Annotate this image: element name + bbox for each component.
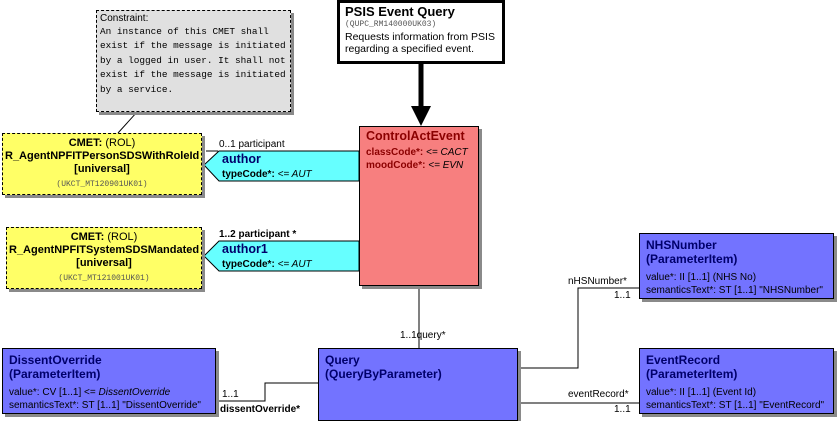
entry-point-description: Requests information from PSIS regarding… (345, 31, 497, 55)
dissentoverride-subtitle: (ParameterItem) (9, 367, 101, 381)
constraint-line: exist if the message is initiated (100, 40, 286, 52)
constraint-note: Constraint: An instance of this CMET sha… (96, 10, 291, 112)
control-act-attr-value: <= EVN (428, 160, 464, 171)
query-box[interactable]: Query(QueryByParameter) (318, 348, 518, 421)
cmet-person-sds-name: R_AgentNPFITPersonSDSWithRoleId (5, 150, 200, 162)
control-act-event-box[interactable]: ControlActEvent classCode*: <= CACT mood… (359, 126, 479, 286)
nhsnumber-attr-semantics: semanticsText*: ST [1..1] "NHSNumber" (646, 284, 823, 296)
nhsnumber-box[interactable]: NHSNumber(ParameterItem) value*: II [1..… (639, 233, 834, 299)
dissentoverride-box[interactable]: DissentOverride(ParameterItem) value*: C… (2, 348, 216, 414)
eventrecord-multiplicity: 1..1 (614, 404, 631, 415)
dissentoverride-attr-value: value*: CV [1..1] <= DissentOverride (9, 387, 209, 400)
entry-description-line: regarding a specified event. (345, 43, 474, 55)
dissentoverride-name: DissentOverride (9, 353, 102, 367)
dissentoverride-link (216, 382, 318, 402)
cmet-system-sds-scope: [universal] (76, 257, 132, 269)
dissentoverride-role-label: dissentOverride* (220, 404, 301, 415)
constraint-text: An instance of this CMET shall exist if … (100, 25, 287, 97)
control-act-event-title: ControlActEvent (366, 129, 465, 143)
author1-role-label[interactable]: author1 (222, 242, 268, 256)
nhsnumber-role-label: nHSNumber* (568, 276, 627, 287)
author-multiplicity: 0..1 participant (219, 139, 285, 150)
eventrecord-attr-value: value*: II [1..1] (Event Id) (646, 387, 757, 398)
control-act-attr: classCode*: <= CACT (366, 146, 472, 159)
author1-multiplicity: 1..2 participant * (219, 229, 297, 240)
nhsnumber-multiplicity: 1..1 (614, 290, 631, 301)
eventrecord-attr-semantics: semanticsText*: ST [1..1] "EventRecord" (646, 399, 825, 411)
entry-arrow-head (411, 106, 431, 126)
nhsnumber-subtitle: (ParameterItem) (646, 252, 738, 266)
dissentoverride-attr-prefix: value*: CV [1..1] <= (9, 387, 99, 398)
author-attr-value: <= AUT (277, 169, 312, 180)
query-link-label: 1..1query* (400, 330, 446, 341)
nhsnumber-link (518, 287, 639, 369)
cmet-system-sds-header: CMET: (ROL) (9, 231, 199, 244)
entry-point-id: (QUPC_RM140000UK03) (345, 20, 437, 29)
cmet-system-sds-name: R_AgentNPFITSystemSDSMandated (9, 244, 200, 256)
dissentoverride-attr-semantics: semanticsText*: ST [1..1] "DissentOverri… (9, 399, 201, 411)
dissentoverride-title: DissentOverride(ParameterItem) (9, 353, 209, 381)
constraint-title: Constraint: (100, 13, 149, 24)
entry-point-box[interactable]: PSIS Event Query (QUPC_RM140000UK03) Req… (337, 0, 505, 64)
constraint-line: by a logged in user. It shall not (100, 54, 286, 66)
control-act-attr-name: moodCode*: (366, 160, 426, 171)
cmet-person-sds-header: CMET: (ROL) (5, 137, 199, 150)
control-act-attr: moodCode*: <= EVN (366, 159, 472, 172)
entry-description-line: Requests information from PSIS (345, 31, 495, 43)
cmet-kind: (ROL) (107, 231, 138, 243)
query-title: Query(QueryByParameter) (325, 353, 511, 381)
control-act-attr-value: <= CACT (426, 147, 468, 158)
dissentoverride-multiplicity: 1..1 (222, 389, 239, 400)
author-role-label[interactable]: author (222, 152, 261, 166)
author-attr: typeCode*: <= AUT (222, 169, 312, 180)
constraint-line: by a service. (100, 83, 174, 95)
author1-attr-value: <= AUT (277, 259, 312, 270)
cmet-person-sds-scope: [universal] (74, 163, 130, 175)
eventrecord-role-label: eventRecord* (568, 389, 629, 400)
eventrecord-subtitle: (ParameterItem) (646, 367, 738, 381)
author-attr-name: typeCode*: (222, 169, 275, 180)
cmet-label: CMET: (68, 137, 103, 149)
nhsnumber-name: NHSNumber (646, 238, 717, 252)
author1-attr: typeCode*: <= AUT (222, 259, 312, 270)
eventrecord-title: EventRecord(ParameterItem) (646, 353, 827, 381)
cmet-label: CMET: (70, 231, 105, 243)
query-subtitle: (QueryByParameter) (325, 367, 442, 381)
query-name: Query (325, 353, 360, 367)
cmet-person-sds-box[interactable]: CMET: (ROL) R_AgentNPFITPersonSDSWithRol… (2, 133, 202, 195)
entry-point-title: PSIS Event Query (345, 4, 455, 19)
cmet-person-sds-id: (UKCT_MT120901UK01) (56, 180, 148, 189)
control-act-attr-name: classCode*: (366, 147, 424, 158)
dissentoverride-attr-coded: DissentOverride (98, 387, 171, 398)
cmet-system-sds-box[interactable]: CMET: (ROL) R_AgentNPFITSystemSDSMandate… (6, 227, 202, 289)
cmet-system-sds-id: (UKCT_MT121001UK01) (58, 274, 150, 283)
nhsnumber-title: NHSNumber(ParameterItem) (646, 238, 827, 266)
constraint-line: exist if the message is initiated (100, 69, 286, 81)
eventrecord-name: EventRecord (646, 353, 721, 367)
eventrecord-box[interactable]: EventRecord(ParameterItem) value*: II [1… (639, 348, 834, 414)
constraint-line: An instance of this CMET shall (100, 26, 269, 37)
author1-attr-name: typeCode*: (222, 259, 275, 270)
nhsnumber-attr-value: value*: II [1..1] (NHS No) (646, 272, 757, 283)
cmet-kind: (ROL) (105, 137, 136, 149)
